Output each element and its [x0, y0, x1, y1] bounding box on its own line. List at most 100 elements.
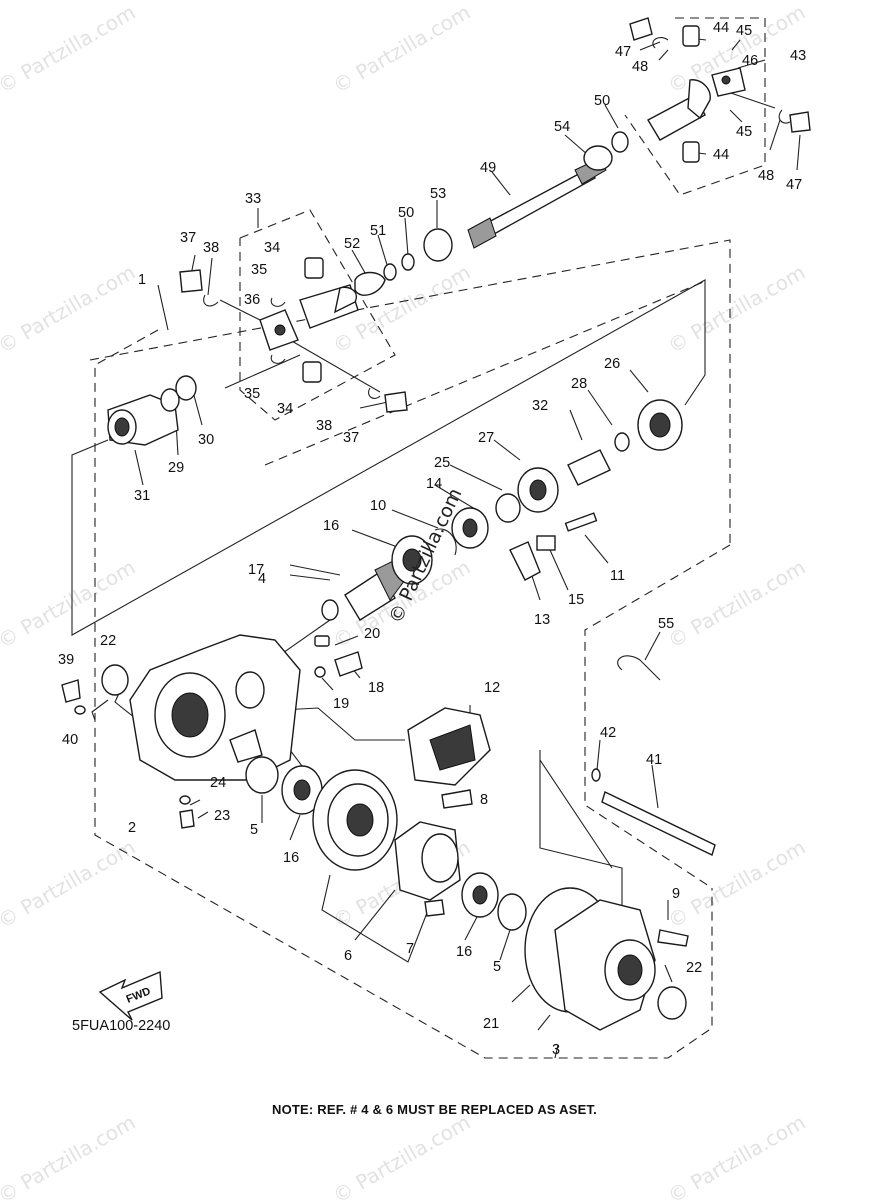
- callout-43: 43: [790, 48, 806, 64]
- watermark-text: © Partzilla.com: [0, 555, 139, 653]
- callout-16: 16: [283, 850, 299, 866]
- fwd-arrow: [98, 970, 163, 1021]
- callout-1: 1: [138, 272, 146, 288]
- callout-labels: 1 2 3 4 5 5 6 7 8 9 10 11 12 13 14 15 16…: [58, 20, 806, 1058]
- oil-seal-22: [657, 986, 687, 1020]
- bolt-7: [424, 899, 445, 917]
- washer-40: [74, 705, 86, 715]
- callout-27: 27: [478, 430, 494, 446]
- callout-44: 44: [713, 147, 729, 163]
- callout-23: 23: [214, 808, 230, 824]
- callout-11: 11: [610, 568, 625, 584]
- washer-51: [383, 263, 397, 281]
- housing-2: [129, 634, 301, 781]
- callout-51: 51: [370, 223, 386, 239]
- assembly-outlines: [89, 17, 766, 1059]
- washer-29: [160, 388, 180, 412]
- callout-5: 5: [250, 822, 258, 838]
- callout-50: 50: [398, 205, 414, 221]
- differential-case: [394, 821, 461, 901]
- watermark-text: © Partzilla.com: [0, 835, 139, 933]
- callout-5: 5: [493, 959, 501, 975]
- callout-47: 47: [615, 44, 631, 60]
- callout-17: 17: [248, 562, 264, 578]
- callout-54: 54: [554, 119, 570, 135]
- callout-20: 20: [364, 626, 380, 642]
- callout-45: 45: [736, 124, 752, 140]
- callout-45: 45: [736, 23, 752, 39]
- bolt-9: [657, 929, 689, 947]
- callout-38: 38: [316, 418, 332, 434]
- watermark-text: © Partzilla.com: [664, 260, 810, 358]
- shim-5: [497, 893, 527, 931]
- callout-15: 15: [568, 592, 584, 608]
- callout-35: 35: [244, 386, 260, 402]
- oil-seal-22: [101, 664, 129, 696]
- watermark-text: © Partzilla.com: [664, 1110, 810, 1200]
- pin-11: [564, 512, 598, 532]
- replacement-note: NOTE: REF. # 4 & 6 MUST BE REPLACED AS A…: [272, 1102, 597, 1117]
- watermark-text: © Partzilla.com: [0, 0, 139, 98]
- bolt-39: [61, 679, 81, 703]
- callout-25: 25: [434, 455, 450, 471]
- plug-23: [179, 809, 195, 829]
- callout-3: 3: [552, 1042, 560, 1058]
- callout-47: 47: [786, 177, 802, 193]
- callout-49: 49: [480, 160, 496, 176]
- gasket-19: [314, 666, 326, 678]
- callout-4: 4: [258, 571, 266, 587]
- callout-42: 42: [600, 725, 616, 741]
- shaft-41: [601, 791, 716, 856]
- watermark-text: © Partzilla.com: [664, 835, 810, 933]
- pin-42: [591, 768, 601, 782]
- yoke-31: [107, 394, 179, 446]
- callout-28: 28: [571, 376, 587, 392]
- spring-52: [354, 271, 386, 296]
- callout-29: 29: [168, 460, 184, 476]
- callout-16: 16: [323, 518, 339, 534]
- callout-19: 19: [333, 696, 349, 712]
- watermark-text: © Partzilla.com: [0, 1110, 139, 1200]
- gasket-24: [179, 795, 191, 805]
- parts: [61, 17, 811, 1031]
- callout-14: 14: [426, 476, 442, 492]
- callout-9: 9: [672, 886, 680, 902]
- callout-12: 12: [484, 680, 500, 696]
- nut-30: [175, 375, 197, 401]
- callout-32: 32: [532, 398, 548, 414]
- callout-34: 34: [264, 240, 280, 256]
- callout-18: 18: [368, 680, 384, 696]
- switch-18: [334, 651, 363, 677]
- circlip-10: [434, 528, 457, 556]
- plug-20: [314, 635, 330, 647]
- callout-6: 6: [344, 948, 352, 964]
- callout-24: 24: [210, 775, 226, 791]
- callout-35: 35: [251, 262, 267, 278]
- callout-46: 46: [742, 53, 758, 69]
- callout-37: 37: [343, 430, 359, 446]
- watermark-text: © Partzilla.com: [329, 0, 475, 98]
- callout-41: 41: [646, 752, 662, 768]
- clip-55: [617, 655, 661, 681]
- watermark-text: © Partzilla.com: [329, 1110, 475, 1200]
- callout-38: 38: [203, 240, 219, 256]
- leader-lines: [71, 37, 801, 1059]
- callout-2: 2: [128, 820, 136, 836]
- callout-50: 50: [594, 93, 610, 109]
- o-ring-28: [614, 432, 630, 452]
- callout-36: 36: [244, 292, 260, 308]
- watermark-text: © Partzilla.com: [0, 260, 139, 358]
- callout-39: 39: [58, 652, 74, 668]
- callout-7: 7: [406, 941, 414, 957]
- callout-22: 22: [686, 960, 702, 976]
- callout-37: 37: [180, 230, 196, 246]
- shift-fork-13: [509, 541, 541, 581]
- plate-15: [536, 535, 556, 551]
- callout-31: 31: [134, 488, 150, 504]
- callout-13: 13: [534, 612, 550, 628]
- callout-40: 40: [62, 732, 78, 748]
- actuator-12: [407, 707, 491, 809]
- cover-3: [554, 899, 656, 1031]
- callout-48: 48: [632, 59, 648, 75]
